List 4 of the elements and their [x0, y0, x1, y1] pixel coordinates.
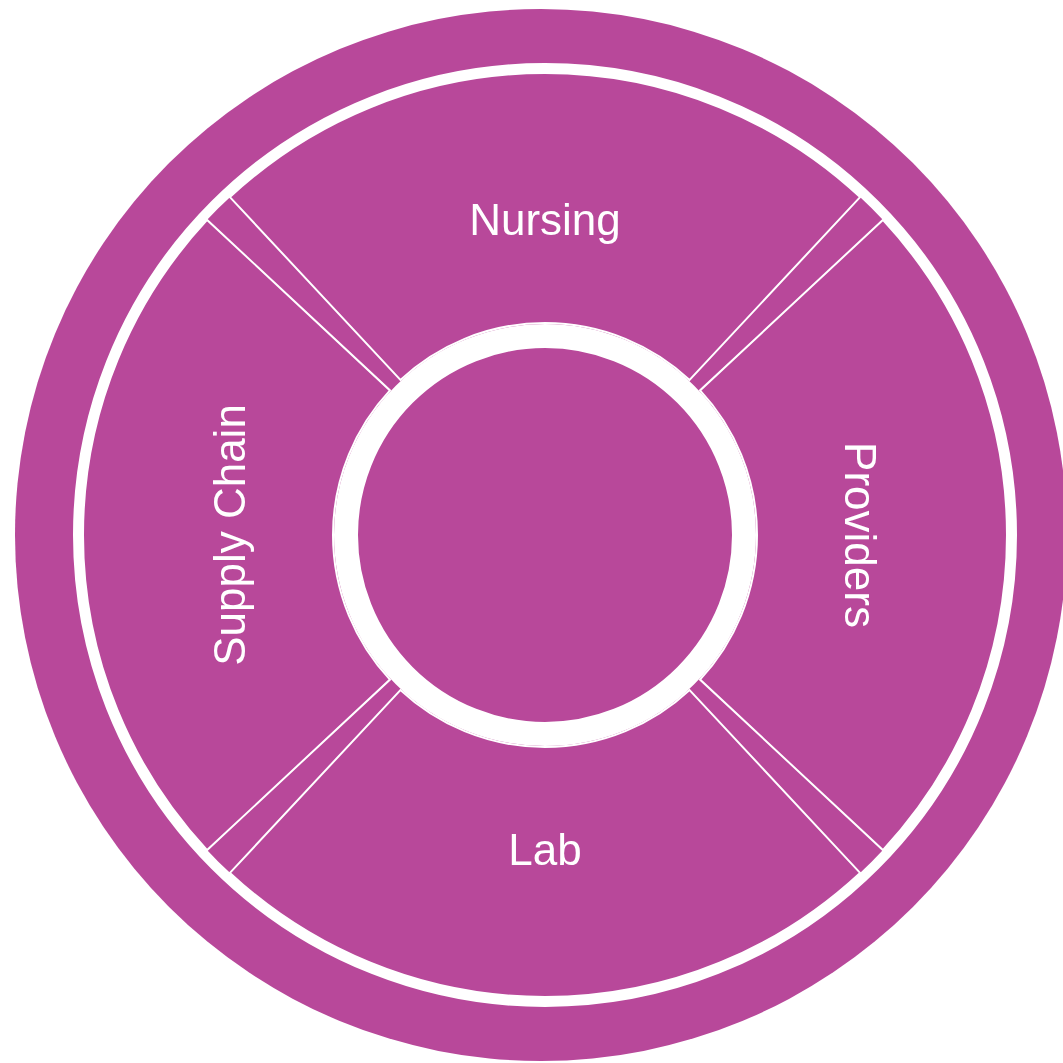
segment-label: Supply Chain: [208, 404, 252, 666]
segment-label: Nursing: [469, 198, 621, 242]
segment-label: Lab: [508, 828, 582, 872]
segment-label: Providers: [838, 442, 882, 628]
